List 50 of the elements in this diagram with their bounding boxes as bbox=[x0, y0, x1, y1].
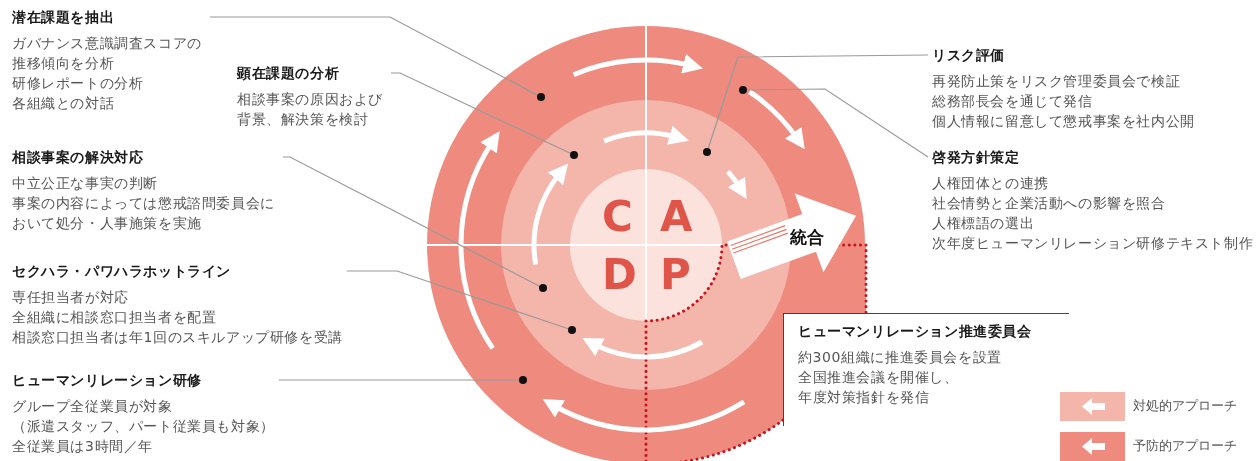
description-text: 約300組織に推進委員会を設置 bbox=[798, 348, 1002, 367]
description-text: ガバナンス意識調査スコアの推移傾向を分析 bbox=[12, 34, 203, 73]
description-text: 総務部長会を通じて発信 bbox=[932, 92, 1093, 111]
leader-dot bbox=[568, 326, 576, 334]
description-text: 社会情勢と企業活動への影響を照合 bbox=[932, 194, 1166, 213]
leader-dot bbox=[570, 151, 578, 159]
description-text: 全組織に相談窓口担当者を配置 bbox=[12, 308, 217, 327]
leader-dot bbox=[539, 284, 547, 292]
leader-line bbox=[278, 379, 520, 381]
leader-line bbox=[707, 54, 929, 149]
heading-text: リスク評価 bbox=[932, 46, 1005, 65]
description-text: 事案の内容によっては懲戒諮問委員会において処分・人事施策を実施 bbox=[12, 194, 276, 233]
description-text: 中立公正な事実の判断 bbox=[12, 174, 158, 193]
leader-line bbox=[346, 270, 569, 330]
description-text: グループ全従業員が対象 bbox=[12, 397, 173, 416]
legend-text: 対処的アプローチ bbox=[1133, 397, 1237, 415]
leader-line bbox=[390, 72, 571, 154]
leader-dot bbox=[537, 93, 545, 101]
quadrant-letter: D bbox=[602, 254, 637, 296]
leader-dot bbox=[703, 148, 711, 156]
heading-text: ヒューマンリレーション推進委員会 bbox=[798, 322, 1032, 341]
quadrant-letter: C bbox=[602, 196, 633, 238]
leader-dot bbox=[739, 86, 747, 94]
leader-line bbox=[746, 88, 929, 158]
heading-text: 啓発方針策定 bbox=[932, 148, 1020, 167]
quadrant-letter: A bbox=[660, 196, 693, 238]
description-text: 全従業員は3時間／年 bbox=[12, 437, 153, 456]
description-text: 個人情報に留意して懲戒事案を社内公開 bbox=[932, 112, 1195, 131]
description-text: 全国推進会議を開催し、年度対策指針を発信 bbox=[798, 368, 960, 407]
description-text: 相談窓口担当者は年1回のスキルアップ研修を受講 bbox=[12, 328, 343, 347]
description-text: 相談事案の原因および背景、解決策を検討 bbox=[237, 90, 384, 129]
heading-text: 潜在課題を抽出 bbox=[12, 8, 115, 27]
description-text: 専任担当者が対応 bbox=[12, 288, 129, 307]
description-text: 人権標語の選出 bbox=[932, 214, 1035, 233]
heading-text: ヒューマンリレーション研修 bbox=[12, 371, 202, 390]
leader-line bbox=[209, 16, 539, 96]
description-text: （派遣スタッフ、パート従業員も対象） bbox=[12, 417, 275, 436]
heading-text: 顕在課題の分析 bbox=[237, 64, 340, 83]
leader-line bbox=[282, 156, 541, 287]
quadrant-letter: P bbox=[660, 254, 691, 296]
description-text: 次年度ヒューマンリレーション研修テキスト制作 bbox=[932, 234, 1254, 253]
heading-text: セクハラ・パワハラホットライン bbox=[12, 262, 231, 281]
arrow-label: 統合 bbox=[790, 226, 824, 248]
leader-dot bbox=[519, 376, 527, 384]
description-text: 人権団体との連携 bbox=[932, 174, 1049, 193]
description-text: 研修レポートの分析 bbox=[12, 74, 144, 93]
description-text: 再発防止策をリスク管理委員会で検証 bbox=[932, 72, 1181, 91]
description-text: 各組織との対話 bbox=[12, 94, 115, 113]
legend-text: 予防的アプローチ bbox=[1133, 437, 1237, 455]
heading-text: 相談事案の解決対応 bbox=[12, 148, 144, 167]
